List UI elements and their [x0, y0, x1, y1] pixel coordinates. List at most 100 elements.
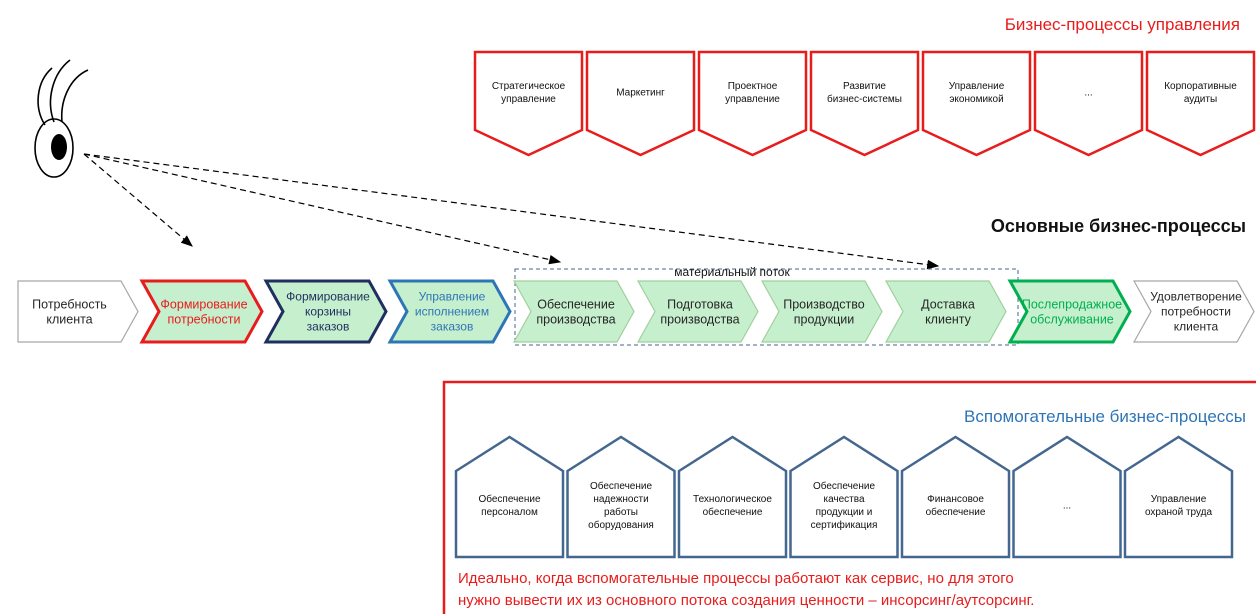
observation-arrows: [83, 153, 940, 270]
material-flow-frame: [514, 268, 1019, 346]
support-process-label-line: Обеспечение: [478, 493, 540, 505]
observation-arrow: [83, 153, 562, 265]
core-process-shape: [512, 280, 635, 343]
management-process-shape: [473, 50, 584, 157]
core-process-label-line: продукции: [794, 312, 855, 326]
core-process-label-line: Потребность: [32, 297, 107, 311]
core-process-label-line: клиента: [46, 312, 92, 326]
support-note-line-1: Идеально, когда вспомогательные процессы…: [458, 570, 1014, 587]
support-title: Вспомогательные бизнес-процессы: [964, 407, 1246, 426]
core-process-shape: [760, 280, 883, 343]
management-process-shape: [1033, 50, 1144, 157]
core-process-shape: [17, 280, 139, 343]
support-process-shape: [677, 435, 788, 559]
management-process-label-line: Маркетинг: [616, 88, 665, 99]
support-process-label-line: охраной труда: [1145, 507, 1213, 518]
management-process-label-line: управление: [725, 94, 780, 105]
support-process-shape: [566, 435, 676, 559]
support-process-label-line: Финансовое: [927, 494, 984, 505]
management-process-label-line: Корпоративные: [1164, 81, 1237, 92]
management-process-shape: [921, 50, 1032, 157]
core-process-label-line: производства: [536, 312, 615, 326]
core-process-label-line: производства: [660, 312, 739, 326]
management-process-shape: [697, 50, 808, 157]
management-process: Стратегическое управление: [473, 50, 584, 157]
management-process-label-line: Управление: [949, 81, 1005, 92]
core-process-label-line: клиента: [1174, 320, 1219, 334]
management-process-shape: [1145, 50, 1256, 157]
support-process: Управление охраной труда: [1123, 435, 1234, 559]
core-process-label-line: Удовлетворение: [1150, 290, 1242, 304]
core-process-label-line: Производство: [783, 297, 865, 311]
support-process: ...: [1012, 435, 1122, 559]
core-process-label-line: Подготовка: [667, 297, 733, 311]
management-process: Корпоративные аудиты: [1145, 50, 1256, 157]
core-process-label-line: Послепродажное: [1022, 297, 1122, 311]
core-process-label-line: обслуживание: [1030, 312, 1114, 326]
support-process-label-line: Обеспечение: [590, 480, 652, 492]
support-frame: [442, 380, 1256, 614]
support-process: Обеспечение персоналом: [454, 435, 565, 559]
management-processes: Стратегическое управление Маркетинг Проектн…: [473, 50, 1256, 157]
support-process-shape: [1123, 435, 1234, 559]
core-process-shape: [387, 279, 512, 344]
management-process-label-line: управление: [501, 94, 556, 105]
core-process-label-line: потребности: [1161, 305, 1231, 319]
observation-arrow: [83, 153, 193, 247]
core-process-label-line: клиенту: [925, 312, 972, 326]
support-process-label-line: оборудования: [588, 519, 654, 531]
support-process-shape: [1012, 435, 1122, 559]
core-process-label-line: корзины: [305, 305, 351, 319]
management-process-label-line: аудиты: [1184, 94, 1217, 105]
management-process-label-line: Стратегическое: [492, 81, 566, 92]
support-process-label-line: обеспечение: [703, 506, 763, 518]
core-process-label-line: исполнением: [415, 305, 489, 319]
support-process-label-line: Обеспечение: [813, 480, 875, 492]
core-process-shape: [884, 280, 1007, 343]
core-processes: ПотребностьклиентаФормированиепотребност…: [17, 279, 1255, 344]
material-flow-label: материальный поток: [674, 265, 790, 279]
support-process-shape: [789, 435, 899, 559]
core-process-shape: [636, 280, 759, 343]
core-process-label-line: Формирование: [160, 297, 247, 311]
eye-icon: [34, 59, 89, 178]
support-process-label-line: надежности: [593, 494, 648, 505]
support-process-label-line: обеспечение: [926, 506, 986, 518]
core-process-label-line: Доставка: [921, 297, 975, 311]
core-process-label-line: Формирование: [286, 290, 370, 304]
support-process-label-line: качества: [823, 494, 864, 505]
management-process-shape: [585, 50, 696, 157]
support-process-label-line: сертификация: [811, 519, 878, 531]
core-process-label-line: заказов: [307, 320, 350, 334]
support-process-label-line: персоналом: [481, 507, 538, 518]
support-process-shape: [900, 435, 1011, 559]
support-process-shape: [454, 435, 565, 559]
management-process-shape: [809, 50, 920, 157]
management-title: Бизнес-процессы управления: [1005, 15, 1240, 34]
support-processes: Обеспечение персоналом Обеспечение надежнос…: [454, 435, 1234, 559]
core-process-shape: [1007, 279, 1132, 344]
core-process-label-line: Управление: [419, 290, 486, 304]
management-process: Маркетинг: [585, 50, 696, 157]
core-process-label-line: заказов: [431, 320, 474, 334]
management-process-label-line: бизнес-системы: [827, 93, 902, 105]
management-process-label-line: Проектное: [728, 81, 778, 92]
support-process-label-line: работы: [604, 506, 638, 518]
support-process-label-line: Управление: [1151, 494, 1207, 505]
core-process-shape: [139, 279, 264, 344]
support-process-label-line: ...: [1063, 501, 1071, 512]
support-process-label-line: Технологическое: [693, 494, 772, 505]
